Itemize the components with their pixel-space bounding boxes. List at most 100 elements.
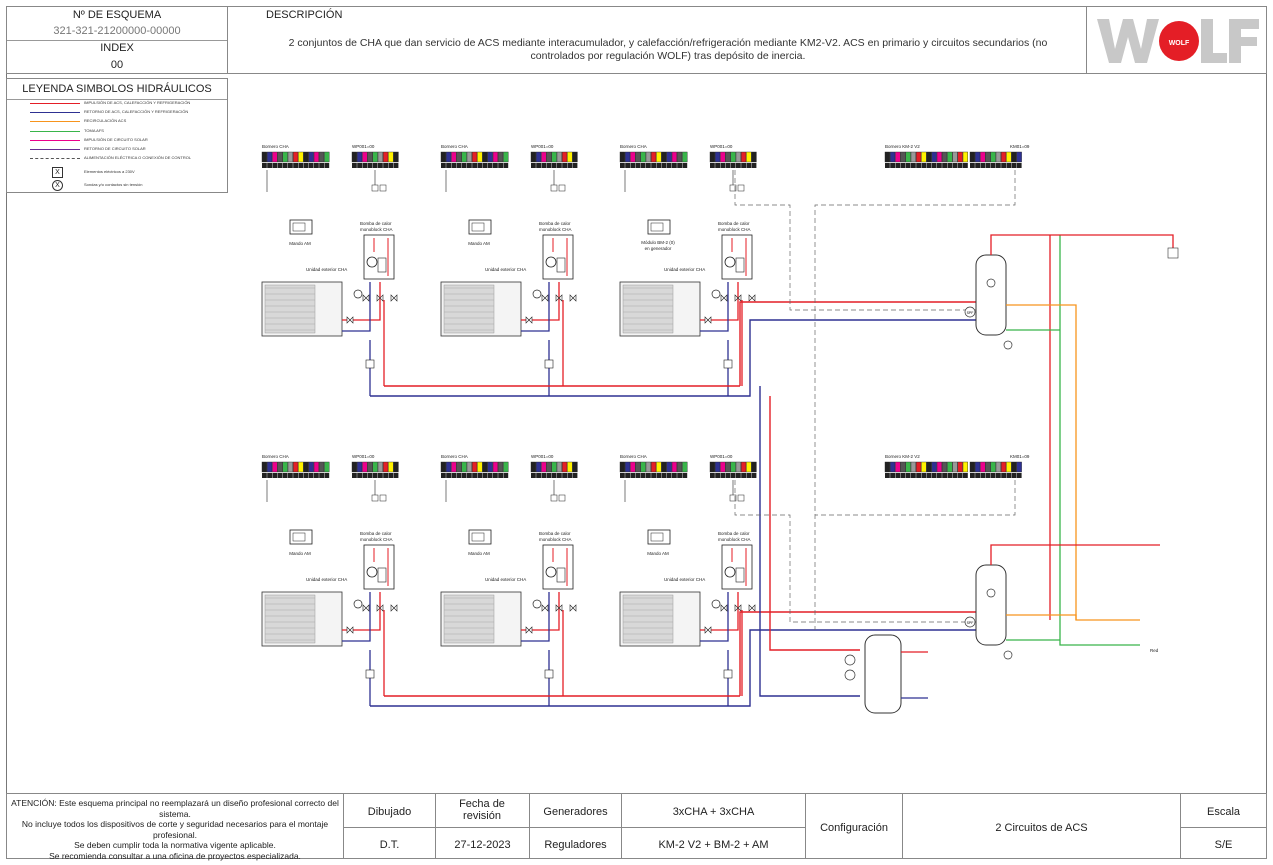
terminal-screw [985, 473, 991, 478]
terminal [383, 461, 389, 473]
terminal-screw [905, 473, 911, 478]
terminal [671, 461, 678, 473]
pump-icon [366, 256, 378, 268]
fan-grille-icon [443, 284, 495, 334]
terminal [1016, 461, 1022, 473]
terminal-screw [467, 163, 472, 168]
terminal [890, 151, 896, 163]
terminal-screw [446, 473, 451, 478]
terminal [446, 461, 452, 473]
control-label: Mando AM [468, 551, 490, 556]
terminal [313, 151, 320, 163]
valve-icon [525, 626, 533, 634]
terminal-screw [725, 163, 731, 168]
terminal [666, 461, 672, 473]
legend-title: LEYENDA SIMBOLOS HIDRÁULICOS [22, 83, 212, 95]
regulators-label: Reguladores [544, 839, 607, 851]
terminal-screw [293, 163, 298, 168]
terminal [926, 461, 932, 473]
terminal [962, 461, 969, 473]
terminal [282, 461, 288, 473]
terminal-screw [947, 163, 953, 168]
terminal [926, 151, 932, 163]
terminal [293, 461, 299, 473]
terminal-screw [451, 473, 457, 478]
terminal [635, 151, 641, 163]
terminal [351, 151, 358, 163]
sensor-icon [737, 494, 745, 502]
terminal-screw [557, 473, 562, 478]
terminal [990, 151, 996, 163]
terminal-screw [931, 473, 937, 478]
expansion-vessel [735, 567, 745, 583]
control-screen [292, 222, 306, 232]
terminal-screw [324, 473, 330, 478]
terminal [677, 461, 683, 473]
terminal [372, 151, 378, 163]
terminal-screw [921, 473, 927, 478]
pump-label: Bomba de calor [718, 221, 750, 226]
terminal-screw [572, 473, 578, 478]
index-label: INDEX [100, 42, 134, 54]
wp-label: WP001=00 [352, 144, 375, 149]
terminal-screw [911, 163, 916, 168]
terminal-screw [282, 473, 288, 478]
terminal [720, 461, 726, 473]
terminal [947, 151, 953, 163]
bornero-label: Bornero CHA [620, 144, 647, 149]
terminal-screw [625, 163, 630, 168]
sensor-icon [964, 306, 976, 318]
logo-cell: WOLF [1086, 6, 1267, 74]
terminal-screw [303, 473, 309, 478]
bornero-label: Bornero CHA [441, 454, 468, 459]
generators-value: 3xCHA + 3xCHA [672, 806, 755, 818]
terminal-screw [751, 163, 757, 168]
terminal [383, 151, 389, 163]
terminal-screw [467, 473, 472, 478]
terminal [682, 151, 688, 163]
terminal-screw [562, 163, 567, 168]
terminal-screw [640, 473, 646, 478]
valve-icon [734, 604, 742, 612]
wp-label: WP001=00 [531, 144, 554, 149]
legend-label: RETORNO DE CIRCUITO SOLAR [84, 146, 146, 151]
km-terminal-strip [969, 461, 1022, 478]
legend-label: ALIMENTACIÓN ELÉCTRICA O CONEXIÓN DE CON… [84, 155, 192, 161]
terminal-screw [666, 473, 672, 478]
terminal-screw [572, 163, 578, 168]
terminal-screw [635, 473, 641, 478]
terminal-screw [477, 163, 483, 168]
pump-label: monoblock CHA [360, 537, 393, 542]
wp-terminal-strip [530, 461, 578, 478]
sensor-icon [844, 654, 856, 666]
terminal-screw [482, 473, 488, 478]
valve-icon [720, 604, 728, 612]
terminal-screw [741, 163, 746, 168]
supply-to-tank [739, 301, 980, 386]
terminal-screw [262, 163, 267, 168]
wp-label: WP001=00 [352, 454, 375, 459]
terminal-screw [383, 163, 388, 168]
valve-icon [569, 604, 577, 612]
terminal-screw [461, 163, 467, 168]
notice-line: ATENCIÓN: Este esquema principal no reem… [11, 798, 339, 819]
legend-line-sample [30, 158, 80, 160]
terminal-screw [730, 163, 736, 168]
description-text: 2 conjuntos de CHA que dan servicio de A… [288, 37, 1048, 62]
terminal-screw [656, 163, 662, 168]
terminal [536, 461, 542, 473]
terminal-screw [746, 163, 752, 168]
fan-grille-icon [264, 594, 316, 644]
drawn-cell: Dibujado D.T. [343, 793, 436, 859]
terminal-screw [666, 163, 672, 168]
terminal [503, 461, 509, 473]
terminal-screw [916, 473, 921, 478]
filter-icon [723, 669, 733, 679]
terminal-screw [461, 473, 467, 478]
terminal-screw [1016, 163, 1022, 168]
control-wire [734, 480, 980, 623]
control-screen [471, 222, 485, 232]
terminal [261, 151, 268, 163]
